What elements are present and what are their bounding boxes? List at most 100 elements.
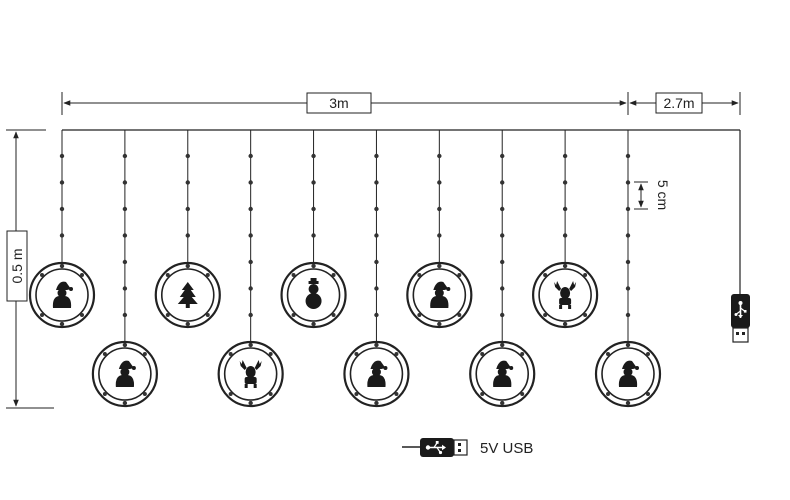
ring-bulb	[59, 263, 65, 269]
bulb	[185, 206, 190, 212]
ring-bulb	[625, 400, 631, 406]
bulb	[59, 153, 65, 159]
ring-bulb	[205, 313, 210, 317]
bulb	[311, 153, 316, 159]
ring-bulb	[228, 392, 233, 396]
ring-bulb	[520, 392, 525, 396]
cable-label-box	[655, 92, 703, 114]
bulb	[437, 206, 442, 212]
bulb	[500, 206, 505, 212]
bulb	[374, 180, 379, 185]
ring-bulb	[606, 392, 610, 396]
ring-bulb	[417, 273, 422, 277]
ring-bulb	[268, 392, 273, 396]
ornament	[91, 340, 158, 408]
ring-bulb	[417, 313, 422, 317]
ring-bulb	[437, 321, 442, 327]
light-string	[154, 130, 221, 329]
ring-bulb	[228, 352, 233, 356]
bulb	[185, 233, 190, 238]
reindeer-icon	[239, 360, 262, 388]
bulb	[500, 312, 505, 318]
bulb	[59, 180, 65, 185]
ring-bulb	[248, 400, 253, 406]
ring-bulb	[311, 321, 316, 327]
bulb	[374, 259, 379, 265]
bulb	[122, 206, 128, 212]
bulb	[374, 206, 379, 212]
usb-plug	[731, 294, 750, 343]
bulb	[374, 153, 379, 159]
light-string	[280, 130, 347, 329]
ornament-inner-ring	[349, 347, 404, 401]
ornament	[154, 261, 221, 329]
spacing-label: 5 cm	[655, 180, 671, 210]
ring-bulb	[102, 392, 107, 396]
ring-bulb	[394, 352, 399, 356]
bulb	[625, 233, 631, 238]
ring-bulb	[543, 273, 548, 277]
bulb	[248, 180, 253, 185]
usb-symbol-icon	[425, 441, 446, 455]
bulb	[625, 206, 631, 212]
snowman-icon	[305, 278, 322, 309]
ring-bulb	[165, 313, 170, 317]
usb-symbol-icon	[734, 301, 747, 318]
ornament-inner-ring	[412, 268, 467, 322]
ring-bulb	[480, 352, 485, 356]
ring-bulb	[394, 392, 399, 396]
bulb	[248, 233, 253, 238]
ring-bulb	[165, 273, 170, 277]
bulb	[185, 180, 190, 185]
bulb	[185, 153, 190, 159]
light-string	[406, 130, 473, 329]
ring-bulb	[59, 321, 65, 327]
light-string	[532, 130, 599, 329]
bulb	[122, 259, 128, 265]
ring-bulb	[354, 352, 359, 356]
bulb	[374, 312, 379, 318]
ornament	[28, 261, 96, 329]
light-string	[343, 130, 410, 408]
ornament	[280, 261, 347, 329]
santa-icon	[618, 360, 639, 387]
usb-plug-connector	[732, 327, 749, 343]
ring-bulb	[457, 273, 462, 277]
bulb	[122, 233, 128, 238]
cable-label: 2.7m	[663, 95, 694, 111]
reindeer-icon	[554, 281, 577, 309]
bulb	[59, 233, 65, 238]
height-dimension: 0.5 m	[6, 129, 54, 409]
ornament	[217, 340, 284, 408]
ring-bulb	[122, 400, 128, 406]
power-label: 5V USB	[480, 440, 533, 457]
ornament	[532, 261, 599, 329]
ring-bulb	[185, 321, 190, 327]
light-string	[28, 130, 96, 329]
bulb	[500, 233, 505, 238]
ring-bulb	[142, 352, 147, 356]
bulb	[122, 180, 128, 185]
ring-bulb	[480, 392, 485, 396]
spacing-dimension: 5 cm	[634, 180, 671, 210]
ring-bulb	[40, 273, 44, 277]
ring-bulb	[374, 400, 379, 406]
bulb	[248, 206, 253, 212]
ring-bulb	[331, 273, 336, 277]
ring-bulb	[625, 342, 631, 348]
ring-bulb	[500, 342, 505, 348]
ornament-inner-ring	[223, 347, 278, 401]
height-label-box	[6, 230, 28, 302]
ring-bulb	[500, 400, 505, 406]
ornament-inner-ring	[98, 347, 152, 401]
main-wire	[62, 129, 741, 294]
ring-bulb	[520, 352, 525, 356]
ring-bulb	[646, 352, 650, 356]
bulb	[248, 312, 253, 318]
bulb	[562, 206, 568, 212]
ornament	[406, 261, 473, 329]
power-legend: 5V USB	[402, 438, 533, 457]
ornament-inner-ring	[475, 347, 530, 401]
ring-bulb	[562, 263, 568, 269]
ring-bulb	[457, 313, 462, 317]
